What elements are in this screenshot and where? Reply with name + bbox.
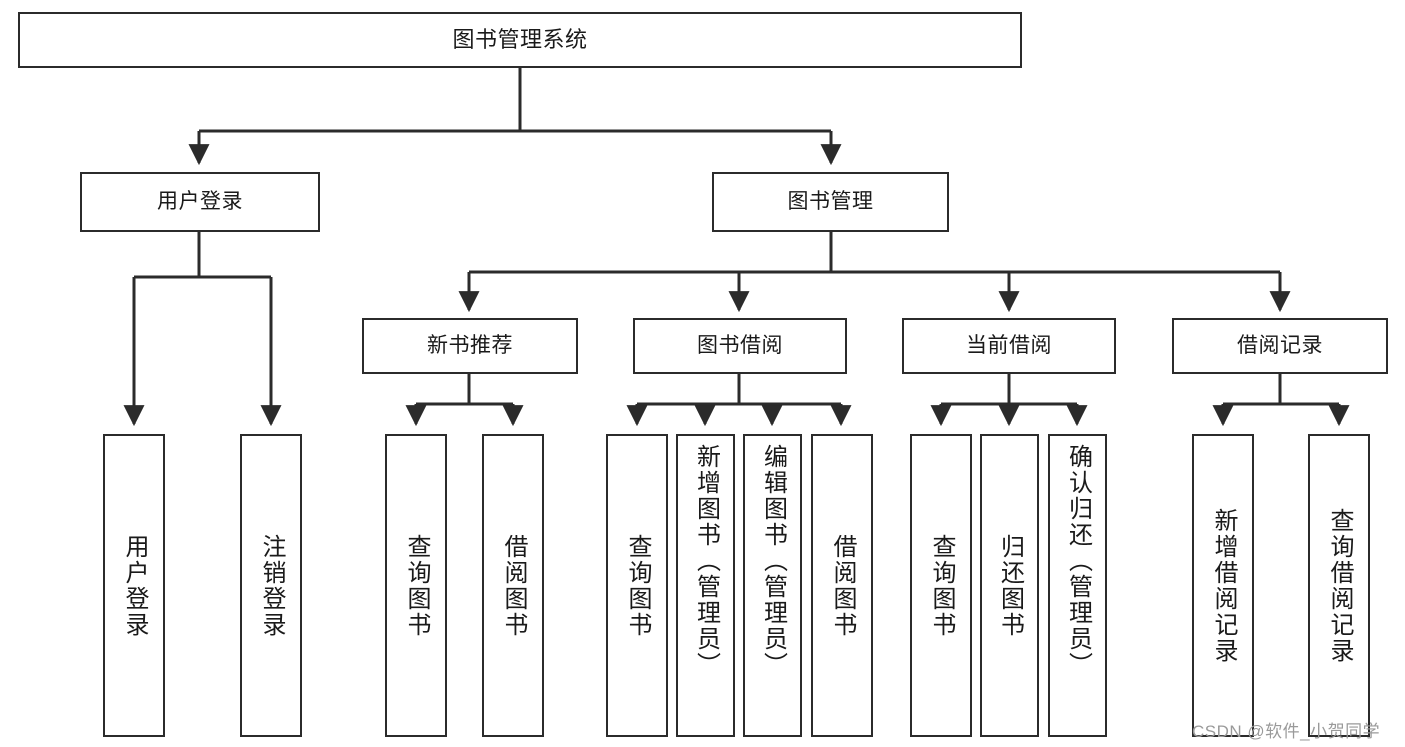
leaf-confirm-return-admin[interactable]: 确认归还（管理员） <box>1048 434 1107 737</box>
node-label: 借阅记录 <box>1237 333 1323 357</box>
leaf-return-book[interactable]: 归还图书 <box>980 434 1039 737</box>
leaf-user-logout[interactable]: 注销登录 <box>240 434 302 737</box>
node-label: 编辑图书（管理员） <box>759 444 787 678</box>
leaf-add-book-admin[interactable]: 新增图书（管理员） <box>676 434 735 737</box>
node-label: 图书借阅 <box>697 333 783 357</box>
node-label: 确认归还（管理员） <box>1064 444 1092 678</box>
leaf-borrow-book-recommend[interactable]: 借阅图书 <box>482 434 544 737</box>
node-label: 图书管理 <box>787 189 874 213</box>
node-label: 注销登录 <box>258 533 285 638</box>
node-label: 新增图书（管理员） <box>692 444 720 678</box>
leaf-query-book-borrow[interactable]: 查询图书 <box>606 434 668 737</box>
node-user-login[interactable]: 用户登录 <box>80 172 320 232</box>
leaf-add-borrow-record[interactable]: 新增借阅记录 <box>1192 434 1254 737</box>
node-label: 新书推荐 <box>427 333 513 357</box>
node-label: 图书管理系统 <box>452 27 588 53</box>
node-label: 新增借阅记录 <box>1210 507 1237 664</box>
node-label: 归还图书 <box>996 533 1024 638</box>
node-label: 查询图书 <box>928 533 955 638</box>
node-label: 借阅图书 <box>500 533 527 638</box>
leaf-edit-book-admin[interactable]: 编辑图书（管理员） <box>743 434 802 737</box>
leaf-query-book-current[interactable]: 查询图书 <box>910 434 972 737</box>
node-label: 查询借阅记录 <box>1326 507 1353 664</box>
node-label: 当前借阅 <box>966 333 1052 357</box>
node-root-system[interactable]: 图书管理系统 <box>18 12 1022 68</box>
node-label: 查询图书 <box>624 533 651 638</box>
leaf-borrow-book[interactable]: 借阅图书 <box>811 434 873 737</box>
leaf-query-borrow-record[interactable]: 查询借阅记录 <box>1308 434 1370 737</box>
leaf-user-login[interactable]: 用户登录 <box>103 434 165 737</box>
node-book-management[interactable]: 图书管理 <box>712 172 949 232</box>
leaf-query-book-recommend[interactable]: 查询图书 <box>385 434 447 737</box>
node-new-book-recommend[interactable]: 新书推荐 <box>362 318 578 374</box>
node-book-borrow[interactable]: 图书借阅 <box>633 318 847 374</box>
node-borrow-record[interactable]: 借阅记录 <box>1172 318 1388 374</box>
node-label: 用户登录 <box>157 189 243 213</box>
node-label: 查询图书 <box>403 533 430 638</box>
node-label: 用户登录 <box>121 533 148 638</box>
node-current-borrow[interactable]: 当前借阅 <box>902 318 1116 374</box>
node-label: 借阅图书 <box>829 533 856 638</box>
csdn-watermark: CSDN @软件_小贺同学 <box>1192 722 1381 741</box>
